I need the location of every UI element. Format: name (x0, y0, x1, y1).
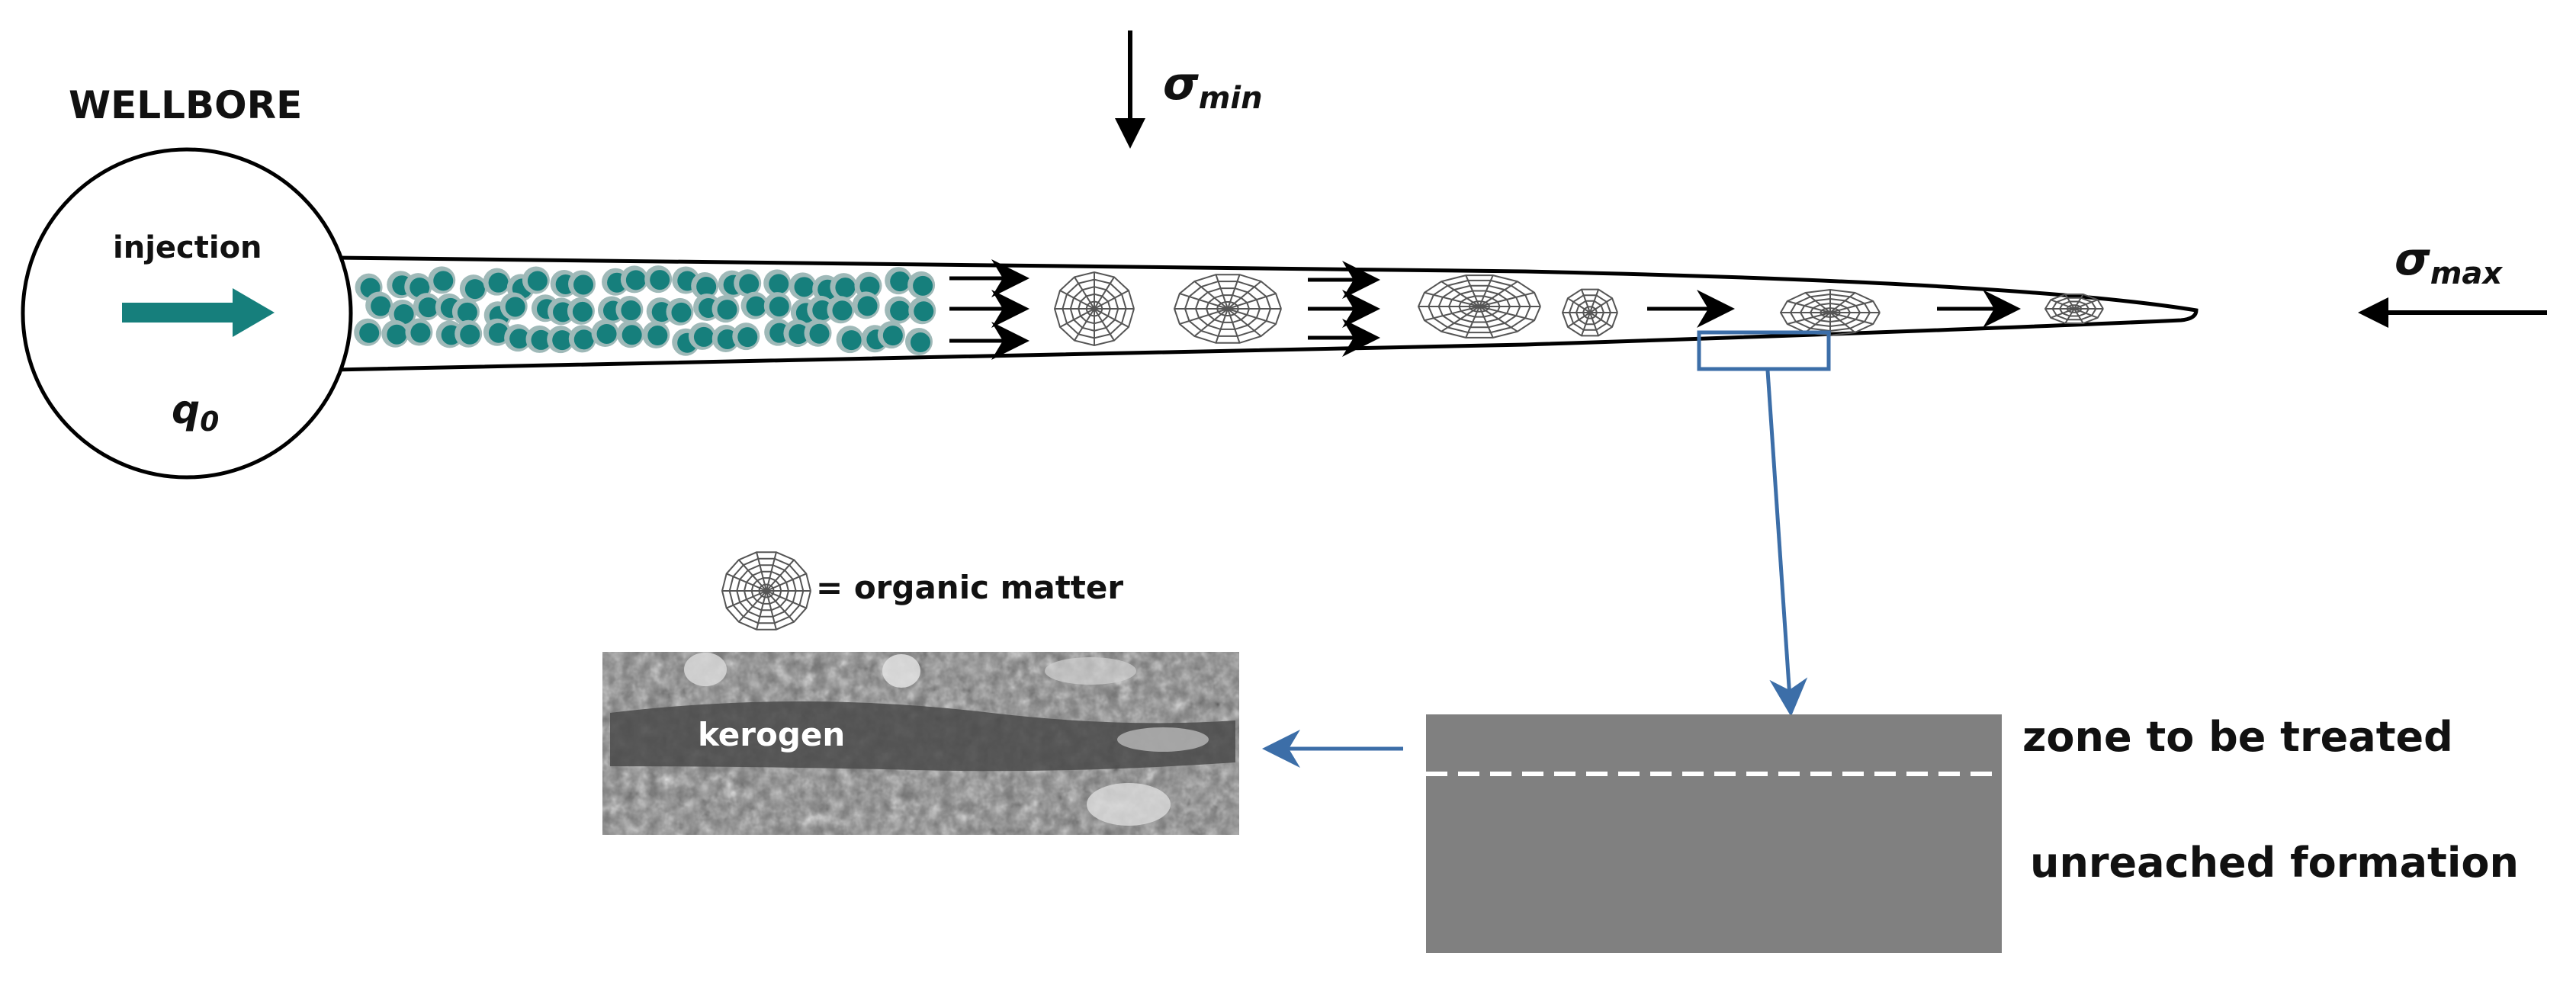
sigma-max-symbol: σ (2395, 233, 2430, 286)
proppant-particle (459, 274, 487, 303)
proppant-particle (740, 291, 769, 319)
sigma-min-label: σmin (1163, 57, 1263, 116)
proppant-particle (413, 293, 441, 321)
proppant-particles (354, 265, 936, 356)
sigma-min-subscript: min (1199, 81, 1263, 116)
spider-web-icon (1561, 288, 1618, 337)
proppant-particle (877, 321, 905, 349)
sigma-min-arrow-icon (1115, 30, 1145, 149)
proppant-particle (483, 268, 511, 296)
callout-arrow (1765, 370, 1808, 717)
zone-treated-label: zone to be treated (2022, 713, 2453, 761)
proppant-particle (646, 297, 674, 326)
spider-web-icon (721, 551, 811, 631)
proppant-particle (547, 326, 575, 354)
spider-web-icon (721, 551, 811, 631)
proppant-particle (732, 323, 760, 351)
flow-arrows (949, 259, 2021, 360)
q-subscript: 0 (200, 406, 219, 438)
proppant-particle (827, 296, 855, 324)
proppant-particle (789, 272, 817, 300)
formation-block (1426, 714, 2002, 953)
spider-web-icon (1779, 288, 1881, 337)
proppant-particle (804, 319, 832, 347)
proppant-particle (642, 321, 670, 349)
proppant-particle (567, 297, 595, 325)
proppant-particle (907, 271, 936, 299)
kerogen-sem-image (602, 652, 1239, 835)
legend-text: = organic matter (816, 569, 1123, 606)
kerogen-label: kerogen (698, 716, 845, 753)
proppant-particle (454, 319, 483, 348)
proppant-particle (591, 319, 619, 347)
spider-web-icon (1053, 271, 1135, 347)
proppant-particle (711, 324, 740, 352)
legend: = organic matter (721, 551, 1123, 631)
proppant-particle (365, 291, 393, 319)
proppant-particle (354, 318, 382, 346)
proppant-particle (807, 295, 835, 323)
proppant-particle (904, 328, 933, 356)
proppant-particle (615, 296, 644, 324)
proppant-particle (451, 297, 480, 326)
proppant-particle (405, 318, 433, 346)
proppant-particle (852, 291, 880, 319)
proppant-particle (428, 266, 456, 294)
callout-box (1697, 330, 1831, 371)
proppant-particle (763, 292, 792, 320)
proppant-particle (504, 324, 532, 352)
sigma-max-label: σmax (2395, 233, 2503, 291)
flow-rate-label: q0 (172, 387, 219, 438)
proppant-particle (381, 319, 410, 348)
sigma-min-symbol: σ (1163, 57, 1199, 111)
proppant-particle (548, 297, 576, 326)
proppant-particle (908, 297, 936, 325)
proppant-particle (568, 270, 596, 298)
proppant-particle (620, 265, 648, 294)
proppant-particle (885, 267, 913, 295)
proppant-particle (499, 292, 528, 320)
proppant-particle (711, 295, 740, 323)
proppant-particle (525, 325, 554, 353)
proppant-particle (568, 325, 596, 353)
proppant-particle (734, 269, 762, 297)
wellbore-label: WELLBORE (69, 83, 302, 127)
spider-web-icon (1417, 274, 1541, 339)
spider-web-icon (2044, 294, 2104, 324)
proppant-particle (830, 273, 858, 301)
sigma-max-subscript: max (2430, 256, 2504, 291)
injection-label: injection (113, 230, 262, 265)
proppant-particle (666, 297, 694, 326)
proppant-particle (483, 318, 511, 346)
proppant-particle (783, 319, 811, 348)
proppant-particle (885, 296, 913, 324)
organic-matter-webs (1053, 271, 2104, 347)
unreached-formation-label: unreached formation (2030, 839, 2519, 887)
proppant-particle (616, 320, 644, 348)
sigma-max-arrow-icon (2358, 297, 2547, 328)
proppant-particle (644, 265, 673, 294)
q-symbol: q (172, 387, 200, 433)
proppant-particle (763, 269, 792, 297)
injection-arrow-icon (122, 288, 275, 337)
proppant-particle (836, 326, 864, 354)
proppant-particle (522, 266, 550, 294)
proppant-particle (688, 322, 716, 350)
proppant-particle (691, 271, 719, 300)
spider-web-icon (1173, 274, 1282, 344)
